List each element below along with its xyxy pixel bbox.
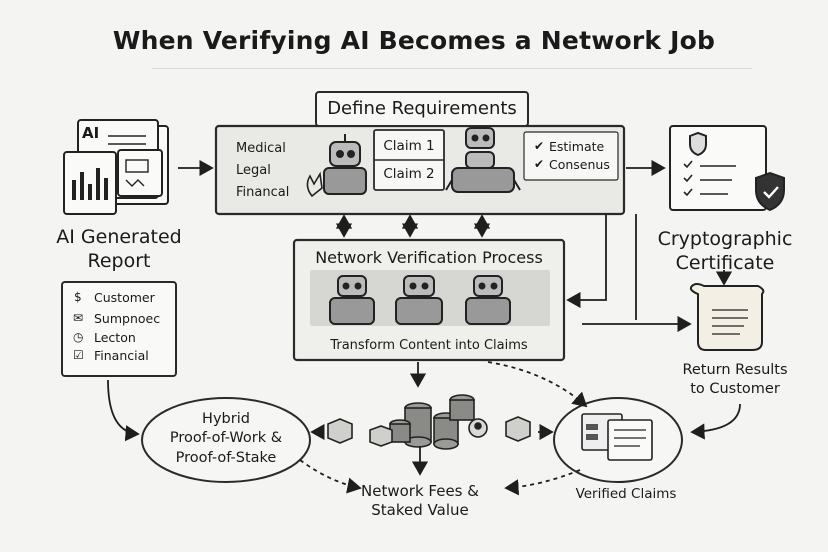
certificate-icon (669, 125, 785, 212)
report-doc-tag: AI (82, 124, 100, 142)
requirement-check: Estimate (549, 139, 605, 154)
requirement-domain: Medical (236, 141, 286, 156)
requirements-heading: Define Requirements (327, 98, 517, 119)
checklist-card (61, 281, 177, 377)
check-icon: ✔ (534, 157, 545, 171)
return-results-line1: Return Results (682, 362, 788, 378)
coin-stack-icon (389, 394, 488, 450)
robot-pair-icon (445, 127, 521, 193)
consensus-line2: Proof-of-Work & (169, 430, 283, 446)
fees-line2: Staked Value (371, 501, 469, 519)
fees-line1: Network Fees & (361, 482, 479, 500)
report-label-line2: Report (87, 250, 151, 272)
verification-caption: Transform Content into Claims (330, 338, 528, 353)
title-divider (152, 68, 752, 69)
scroll-icon (689, 283, 765, 351)
consensus-ellipse (141, 397, 311, 483)
claim-label: Claim 1 (383, 138, 435, 154)
ai-report-icon (63, 119, 169, 215)
checkbox-icon: ☑ (73, 348, 84, 362)
claim-label: Claim 2 (383, 166, 435, 182)
report-label-line1: AI Generated (56, 226, 182, 248)
requirement-check: Consenus (549, 157, 610, 172)
mail-icon: ✉ (73, 311, 84, 325)
cube-icon (327, 416, 531, 447)
certificate-label-line1: Cryptographic (657, 228, 793, 250)
pointing-hand-icon (306, 171, 323, 198)
verification-heading: Network Verification Process (315, 248, 543, 267)
checklist-item: Customer (94, 290, 155, 305)
requirement-domain: Financal (236, 185, 290, 200)
consensus-line1: Hybrid (202, 411, 250, 427)
requirement-domain: Legal (236, 163, 271, 178)
verified-claims-label: Verified Claims (575, 486, 677, 502)
flow-arrows (107, 159, 741, 496)
checklist-item: Financial (94, 348, 149, 363)
consensus-line3: Proof-of-Stake (175, 450, 277, 466)
return-results-line2: to Customer (690, 381, 780, 397)
dollar-icon: $ (74, 290, 82, 304)
checklist-item: Lecton (94, 330, 136, 345)
robot-icon (323, 134, 367, 195)
page-title: When Verifying AI Becomes a Network Job (112, 26, 716, 55)
requirements-panel (214, 91, 626, 216)
robot-group-icon (329, 275, 511, 325)
checklist-item: Sumpnoec (94, 311, 161, 326)
clock-icon: ◷ (73, 330, 84, 344)
verified-claims-ellipse (553, 397, 683, 483)
check-icon: ✔ (534, 139, 545, 153)
certificate-label-line2: Certificate (675, 252, 775, 274)
